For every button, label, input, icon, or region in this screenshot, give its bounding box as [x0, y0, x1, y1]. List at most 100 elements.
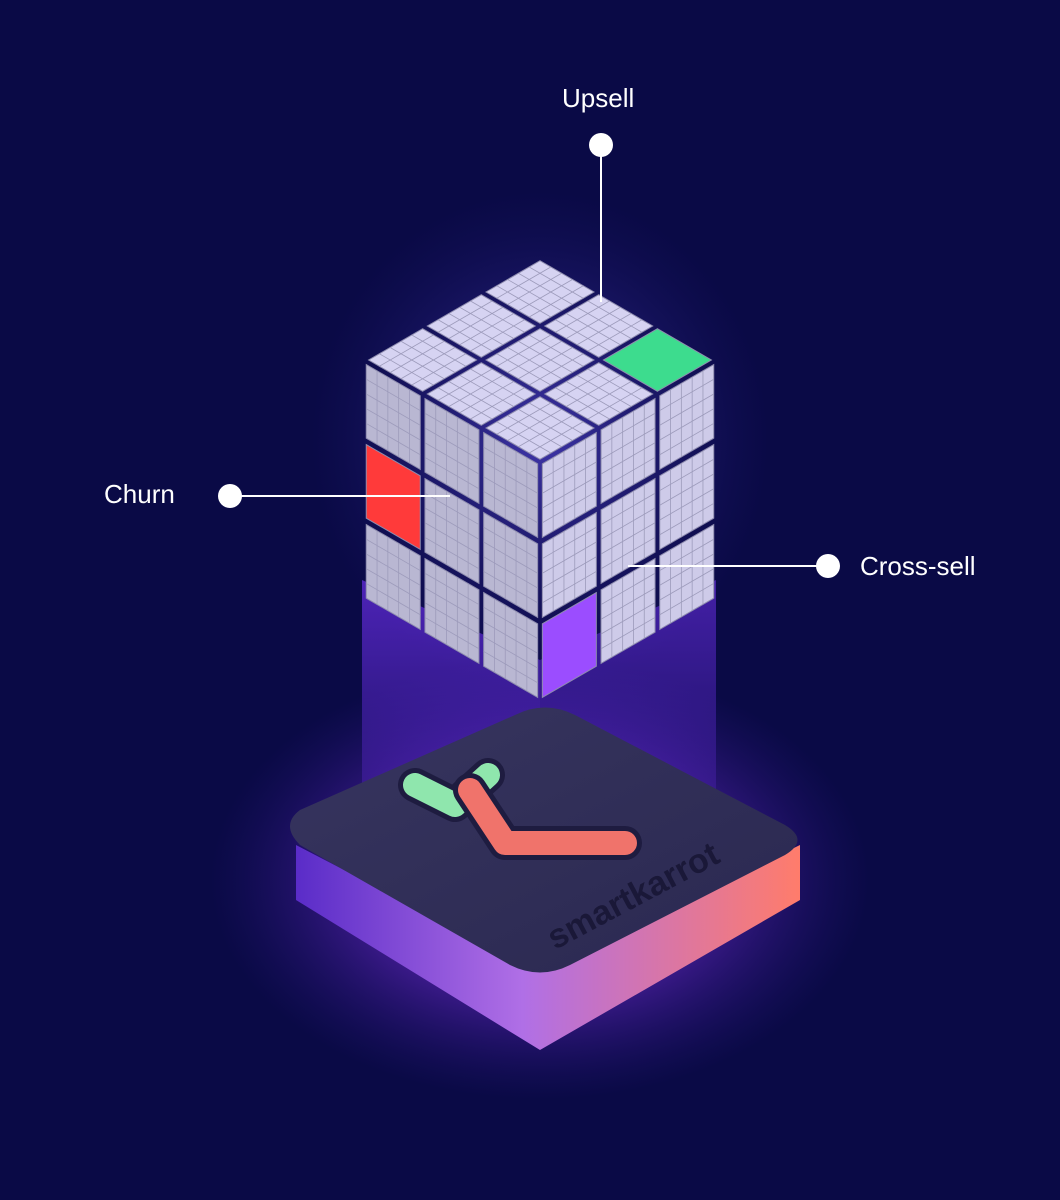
- cube-grid-line: [518, 408, 573, 441]
- cube-grid-line: [411, 334, 467, 367]
- cube-grid-line: [528, 266, 584, 299]
- cube-grid-line: [542, 461, 597, 494]
- cube-cell-right: [541, 511, 597, 619]
- platform-edge: [296, 845, 800, 1050]
- cube-grid-line: [483, 556, 538, 589]
- cube-grid-line: [659, 458, 714, 491]
- cube-grid-line: [470, 387, 525, 420]
- cube-grid-line: [576, 306, 632, 339]
- cube-cell-right: [541, 431, 597, 539]
- cube-grid-line: [528, 421, 584, 454]
- cube-grid-line: [496, 353, 552, 386]
- cross-sell-label: Cross-sell: [860, 551, 976, 581]
- cube-grid-line: [496, 285, 552, 318]
- cube-cell-top: [426, 294, 537, 358]
- cube-grid-line: [587, 300, 643, 333]
- upsell-label: Upsell: [562, 83, 635, 113]
- cube-grid-line: [437, 300, 493, 333]
- cube-grid-line: [379, 334, 434, 367]
- cube-grid-line: [566, 313, 621, 346]
- cube-cell-right: [541, 591, 597, 699]
- cube-grid-line: [576, 381, 632, 414]
- cube-grid-line: [424, 522, 480, 555]
- cube-grid-line: [496, 421, 552, 454]
- cube-grid-line: [659, 488, 714, 521]
- cube-grid-line: [483, 541, 538, 574]
- cube-grid-line: [483, 526, 538, 559]
- cube-grid-line: [600, 602, 656, 635]
- cube-grid-line: [424, 492, 480, 525]
- cube-grid-line: [483, 636, 538, 669]
- cube-grid-line: [566, 381, 621, 414]
- cube-grid-line: [411, 353, 467, 386]
- cube-grid-line: [576, 374, 632, 407]
- cube-grid-line: [424, 572, 480, 605]
- cube-grid-line: [379, 353, 434, 386]
- cube-grid-line: [366, 393, 421, 426]
- cube-grid-line: [483, 651, 538, 684]
- cube-grid-line: [437, 368, 493, 401]
- cube-cell-right: [600, 477, 656, 585]
- cube-grid-line: [366, 568, 421, 601]
- cube-grid-line: [459, 374, 514, 407]
- cube-grid-line: [659, 393, 714, 426]
- cube-grid-line: [555, 387, 610, 420]
- cube-grid-line: [496, 334, 552, 367]
- cube-cell-top: [484, 260, 596, 324]
- data-cube: [365, 260, 715, 699]
- cube-grid-line: [366, 378, 421, 411]
- cube-grid-line: [448, 381, 504, 414]
- cube-grid-line: [507, 347, 562, 380]
- cube-cell-left: [424, 397, 480, 505]
- callout-connectors: [218, 133, 840, 578]
- cube-grid-line: [483, 606, 538, 639]
- cube-cell-left: [365, 523, 421, 631]
- cube-grid-line: [366, 408, 421, 441]
- cube-cell-top: [367, 328, 478, 392]
- upsell-dot: [589, 133, 613, 157]
- cube-grid-line: [542, 526, 597, 559]
- cube-grid-line: [566, 374, 621, 407]
- cube-grid-line: [600, 522, 656, 555]
- cube-cell-top: [602, 328, 713, 392]
- cube-grid-line: [600, 537, 656, 570]
- cube-grid-line: [528, 353, 584, 386]
- cube-cell-right: [600, 397, 656, 505]
- cube-grid-line: [528, 285, 584, 318]
- cube-grid-line: [600, 617, 656, 650]
- cube-grid-line: [483, 476, 538, 509]
- cube-grid-line: [424, 537, 480, 570]
- cube-grid-line: [659, 583, 714, 616]
- cube-grid-line: [600, 442, 656, 475]
- cube-grid-line: [424, 507, 480, 540]
- cross-sell-dot: [816, 554, 840, 578]
- cube-grid-line: [389, 347, 445, 380]
- cube-grid-line: [483, 621, 538, 654]
- cube-grid-line: [528, 402, 584, 435]
- cube-grid-line: [507, 340, 562, 373]
- cube-grid-line: [448, 306, 504, 339]
- cube-grid-line: [459, 313, 514, 346]
- cube-grid-line: [448, 313, 504, 346]
- cube-cell-right: [659, 523, 715, 631]
- cube-grid-line: [555, 368, 610, 401]
- cube-grid-line: [424, 617, 480, 650]
- cube-cell-top: [484, 396, 596, 460]
- cube-grid-line: [528, 334, 584, 367]
- cube-cell-left: [483, 511, 539, 619]
- cube-grid-line: [659, 423, 714, 456]
- cube-grid-line: [518, 415, 573, 448]
- cube-grid-line: [459, 306, 514, 339]
- cube-grid-line: [470, 368, 525, 401]
- cube-grid-line: [542, 556, 597, 589]
- cube-cell-top: [543, 362, 654, 426]
- cube-grid-line: [542, 476, 597, 509]
- cube-grid-line: [600, 572, 656, 605]
- logo-mark: [398, 758, 642, 860]
- cube-grid-line: [659, 553, 714, 586]
- cube-grid-line: [542, 571, 597, 604]
- cube-grid-line: [587, 319, 643, 352]
- cube-grid-line: [424, 412, 480, 445]
- cube-grid-line: [518, 347, 573, 380]
